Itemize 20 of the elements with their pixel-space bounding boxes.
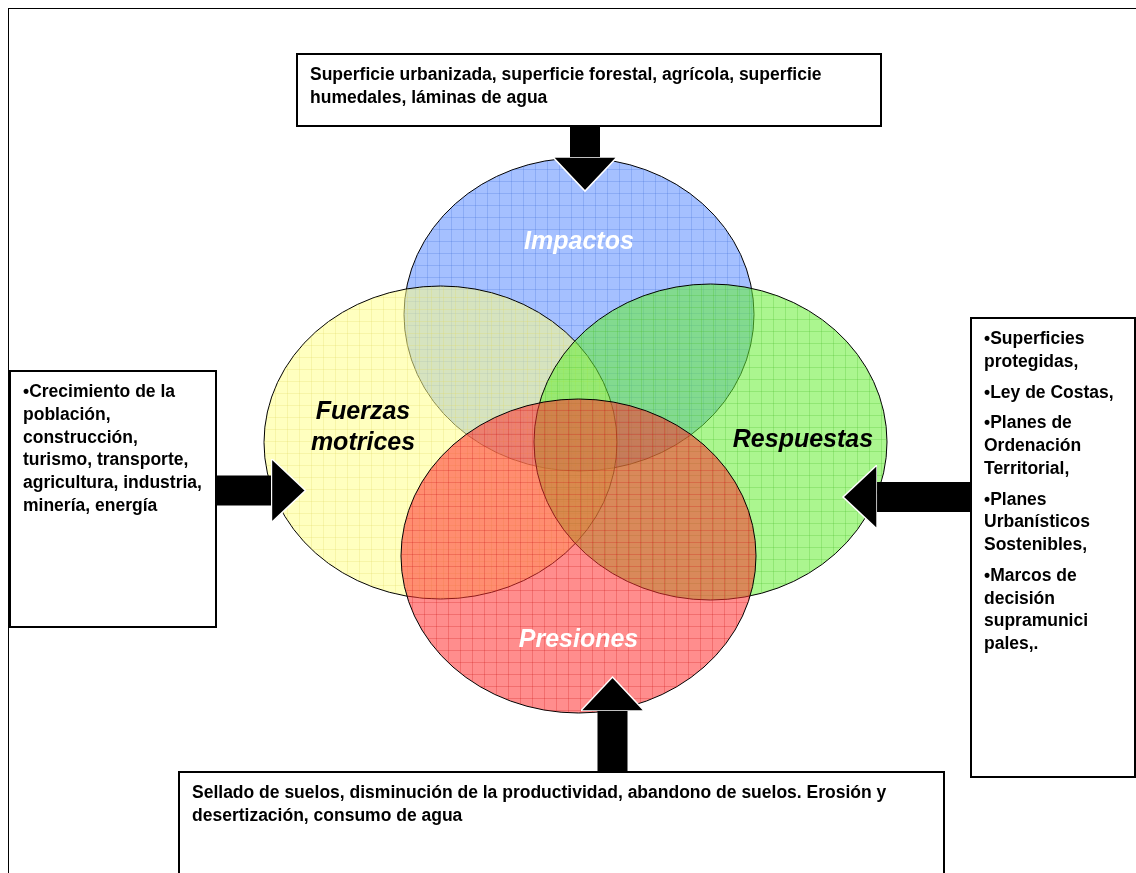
box-text: •Marcos de decisión supramunici pales,. (984, 563, 1090, 655)
box-text: •Crecimiento de la población, construcción, turismo, transporte, agricultura, industria, minería, energía (23, 380, 203, 517)
box-text: •Planes Urbanísticos Sostenibles, (984, 487, 1091, 556)
box-text: •Planes de Ordenación Territorial, (984, 411, 1083, 480)
circle-label: Impactos (523, 225, 635, 256)
text-box (296, 53, 882, 127)
box-text: •Superficies protegidas, (984, 327, 1086, 373)
text-box (9, 370, 217, 628)
text-box (970, 317, 1136, 778)
block-arrow (842, 464, 970, 530)
circle-label: Respuestas (731, 423, 875, 454)
text-box (178, 771, 945, 873)
block-arrow (579, 676, 646, 771)
circle-label: Fuerzas motrices (309, 395, 417, 458)
block-arrow (552, 127, 618, 192)
circle-label: Presiones (517, 623, 640, 654)
box-text: •Ley de Costas, (984, 380, 1115, 404)
block-arrow (217, 457, 307, 524)
box-text: Superficie urbanizada, superficie forestal, agrícola, superficie humedales, láminas de agua (310, 63, 823, 109)
box-text: Sellado de suelos, disminución de la productividad, abandono de suelos. Erosión y desertización, consumo de agua (192, 781, 888, 827)
